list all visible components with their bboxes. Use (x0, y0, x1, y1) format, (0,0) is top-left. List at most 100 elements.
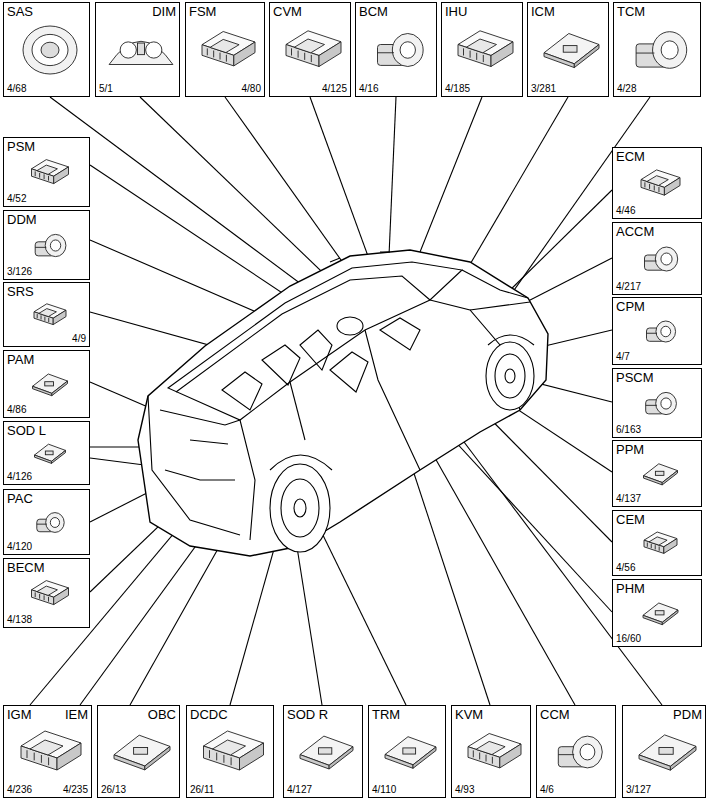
module-name: BECM (7, 561, 45, 574)
module-drawing (644, 464, 678, 485)
reference-number: 5/1 (99, 84, 113, 94)
module-box: DDM3/126 (3, 210, 90, 280)
module-name: PHM (616, 582, 645, 595)
module-name: DIM (152, 5, 176, 18)
module-name: ACCM (616, 225, 654, 238)
reference-number: 4/137 (616, 494, 641, 504)
module-box: PPM 4/137 (612, 440, 702, 507)
module-name: BCM (359, 5, 388, 18)
reference-number: 4/28 (617, 84, 636, 94)
module-name: PSCM (616, 371, 654, 384)
module-box: CPM4/7 (612, 297, 702, 365)
reference-number: 4/125 (322, 84, 347, 94)
reference-number: 4/185 (445, 84, 470, 94)
module-box: SAS 4/68 (3, 2, 90, 97)
reference-number: 4/127 (287, 785, 312, 795)
module-drawing (114, 735, 170, 770)
module-name: SAS (7, 5, 33, 18)
module-box: CEM 4/56 (612, 510, 702, 576)
reference-number: 4/52 (7, 194, 26, 204)
module-box: PDM 3/127 (622, 705, 706, 798)
reference-number: 4/110 (372, 785, 396, 795)
module-box: DCDC 26/11 (186, 705, 274, 798)
module-name: TCM (617, 5, 645, 18)
module-name: CPM (616, 300, 645, 313)
reference-number: 4/86 (7, 405, 26, 415)
module-name: KVM (455, 708, 483, 721)
module-drawing (300, 736, 353, 769)
module-drawing (202, 32, 255, 66)
module-box: ACCM4/217 (612, 222, 702, 295)
module-box: TCM 4/28 (613, 2, 701, 97)
module-name: PPM (616, 443, 644, 456)
module-name: ICM (531, 5, 555, 18)
module-box: SOD R 4/127 (283, 705, 363, 798)
reference-number: 4/126 (7, 472, 32, 482)
reference-number: 4/80 (242, 84, 261, 94)
reference-number: 4/9 (72, 334, 86, 344)
reference-number: 4/6 (540, 785, 554, 795)
module-drawing (458, 31, 513, 67)
module-name: PAC (7, 492, 33, 505)
reference-number: 3/281 (531, 84, 556, 94)
module-box: ICM 3/281 (527, 2, 609, 97)
module-drawing (544, 34, 599, 68)
module-drawing (646, 392, 677, 414)
reference-number: 4/56 (616, 563, 635, 573)
module-name: SRS (7, 285, 34, 298)
module-name: SOD L (7, 424, 46, 437)
module-drawing (21, 731, 81, 770)
module-drawing (639, 735, 696, 770)
module-name: CEM (616, 513, 645, 526)
module-box: ECM 4/46 (612, 147, 702, 219)
module-box: CCM 4/6 (536, 705, 616, 798)
reference-number: 4/68 (7, 84, 26, 94)
module-box: IGMIEM4/2364/235 (3, 705, 92, 798)
module-box: CVM4/125 (269, 2, 351, 97)
reference-number: 4/93 (455, 785, 474, 795)
module-drawing (643, 603, 678, 625)
module-drawing (641, 170, 680, 195)
module-box: BECM 4/138 (3, 558, 90, 628)
leader-lines (30, 97, 662, 705)
reference-number: 4/138 (7, 615, 32, 625)
module-name: IHU (445, 5, 467, 18)
module-name: FSM (189, 5, 216, 18)
module-drawing (23, 26, 77, 74)
module-box: TRM4/110 (368, 705, 446, 798)
module-drawing (32, 160, 69, 184)
reference-number: 4/235 (63, 785, 88, 795)
module-box: FSM 4/80 (185, 2, 265, 97)
reference-number: 4/16 (359, 84, 378, 94)
module-drawing (37, 513, 64, 533)
module-name: IEM (65, 708, 88, 721)
module-drawing (35, 444, 66, 463)
module-name: IGM (7, 708, 32, 721)
reference-number: 26/11 (190, 785, 214, 795)
module-drawing (647, 321, 676, 342)
module-drawing (32, 581, 69, 605)
module-name: DCDC (190, 708, 228, 721)
module-name: PDM (673, 708, 702, 721)
module-box: PAC4/120 (3, 489, 90, 555)
reference-number: 6/163 (616, 425, 641, 435)
leader-line (440, 425, 612, 612)
reference-number: 3/127 (626, 785, 651, 795)
reference-number: 4/46 (616, 206, 635, 216)
module-drawing (644, 532, 677, 553)
module-box: OBC 26/13 (97, 705, 180, 798)
reference-number: 3/126 (7, 267, 32, 277)
module-name: ECM (616, 150, 645, 163)
module-box: PAM4/86 (3, 350, 90, 418)
reference-number: 26/13 (101, 785, 126, 795)
module-box: IHU 4/185 (441, 2, 523, 97)
module-name: OBC (148, 708, 176, 721)
module-name: CCM (540, 708, 570, 721)
module-drawing (35, 234, 66, 256)
module-name: SOD R (287, 708, 328, 721)
module-drawing (286, 31, 341, 67)
module-drawing (385, 737, 436, 769)
module-box: BCM 4/16 (355, 2, 437, 97)
